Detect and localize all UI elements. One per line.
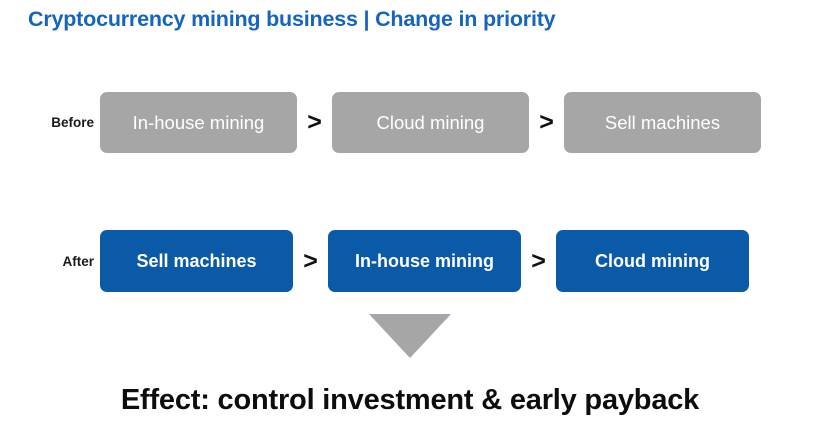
- chevron-right-icon: >: [307, 108, 322, 136]
- down-triangle-icon: [369, 314, 451, 358]
- effect-statement: Effect: control investment & early payba…: [120, 384, 700, 416]
- chevron-right-icon: >: [531, 246, 546, 275]
- priority-chain-before: In-house mining > Cloud mining > Sell ma…: [100, 92, 820, 153]
- row-label-before: Before: [51, 115, 94, 130]
- priority-chip-before-2[interactable]: Cloud mining: [332, 92, 529, 153]
- priority-row-before: Before In-house mining > Cloud mining > …: [0, 92, 820, 153]
- chevron-right-icon: >: [303, 246, 318, 275]
- priority-chip-before-3[interactable]: Sell machines: [564, 92, 761, 153]
- priority-chip-after-3[interactable]: Cloud mining: [556, 230, 749, 292]
- priority-chain-after: Sell machines > In-house mining > Cloud …: [100, 230, 820, 292]
- page-title: Cryptocurrency mining business | Change …: [28, 7, 556, 31]
- priority-chip-after-1[interactable]: Sell machines: [100, 230, 293, 292]
- priority-chip-before-1[interactable]: In-house mining: [100, 92, 297, 153]
- down-arrow-container: [0, 314, 820, 358]
- chevron-right-icon: >: [539, 108, 554, 136]
- priority-chip-after-2[interactable]: In-house mining: [328, 230, 521, 292]
- priority-row-after: After Sell machines > In-house mining > …: [0, 230, 820, 292]
- row-label-after: After: [62, 253, 94, 269]
